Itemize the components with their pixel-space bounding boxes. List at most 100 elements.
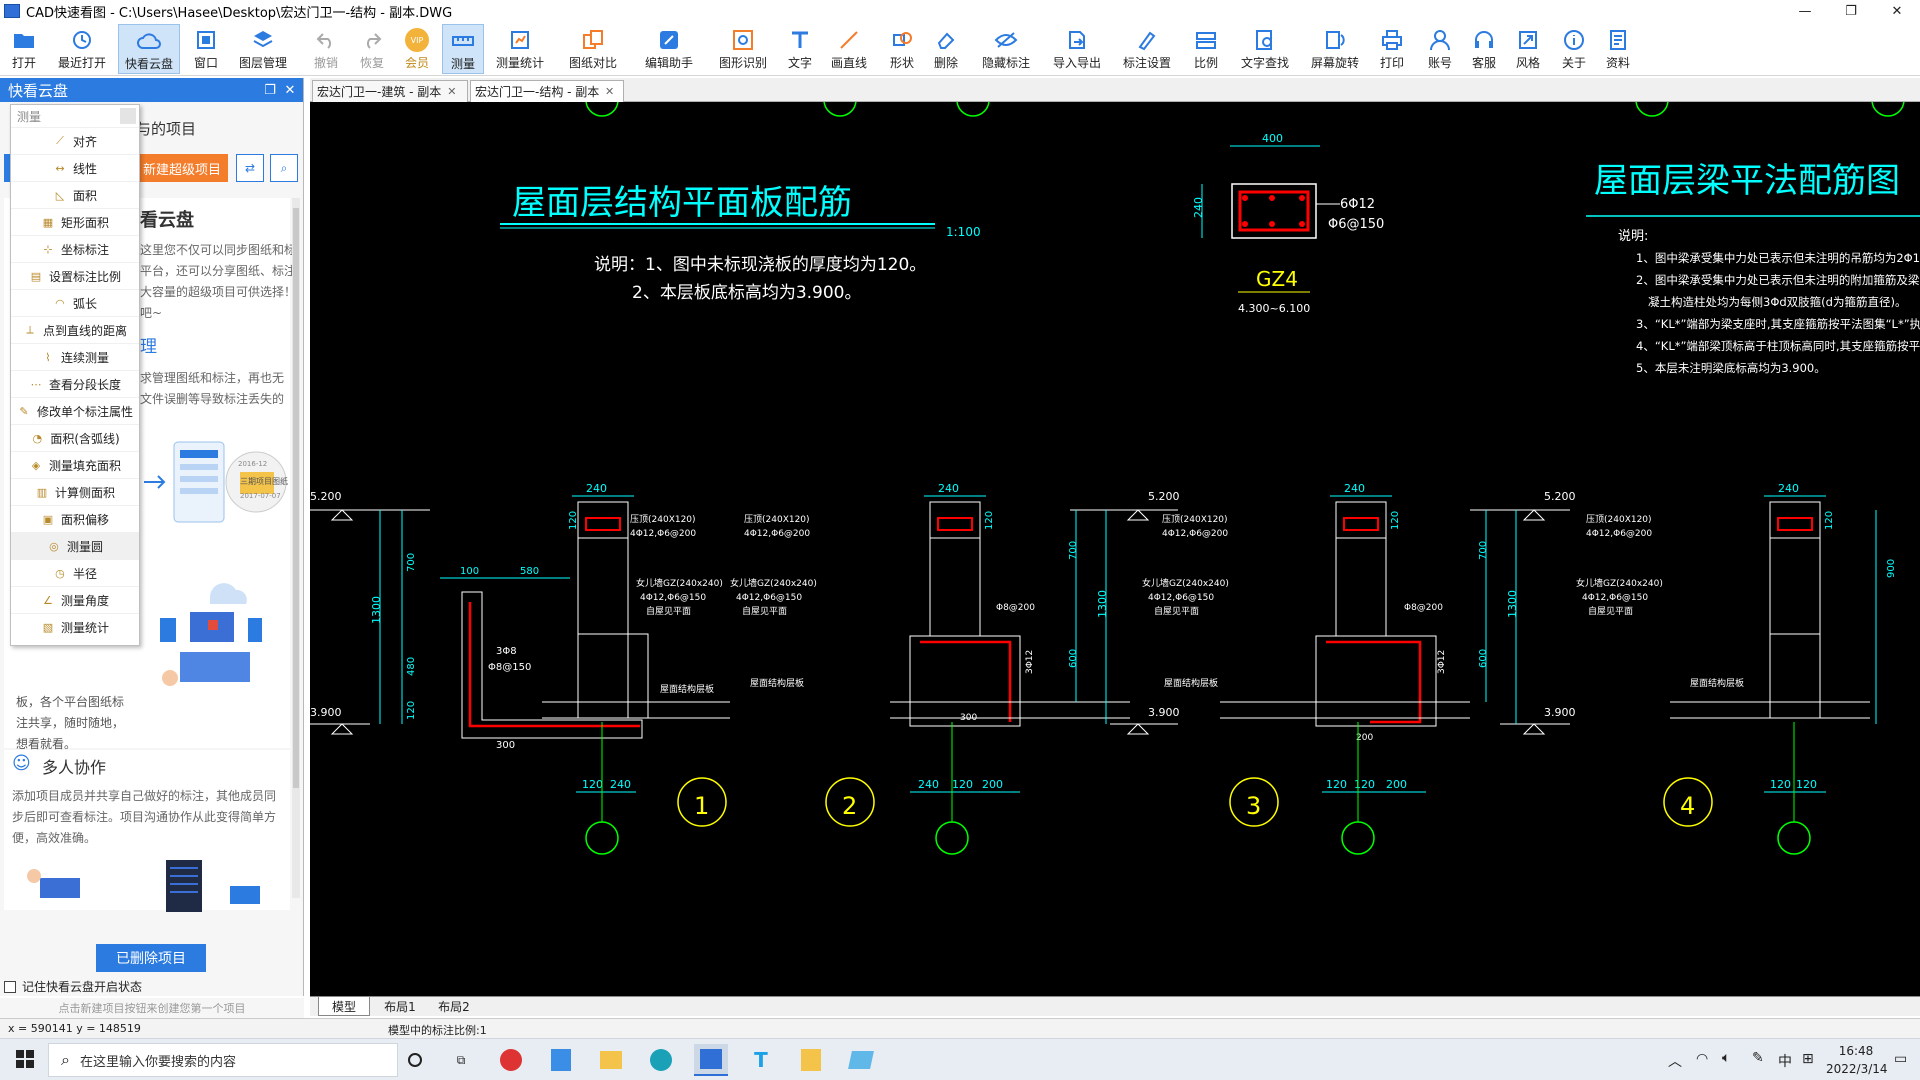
task-view-button[interactable] [398, 1044, 432, 1076]
tab-close-icon[interactable]: ✕ [447, 85, 457, 98]
measure-button[interactable]: 测量 [442, 24, 484, 74]
resources-button[interactable]: 资料 [1600, 24, 1636, 74]
undo-button[interactable]: 撤销 [306, 24, 346, 74]
minimize-button[interactable]: — [1798, 3, 1812, 19]
hide-annotation-button[interactable]: 隐藏标注 [976, 24, 1036, 74]
style-icon [1516, 28, 1540, 52]
import-export-button[interactable]: 导入导出 [1048, 24, 1106, 74]
menu-item-point-to-line[interactable]: ⟂点到直线的距离 [11, 316, 139, 343]
edit-assistant-button[interactable]: 编辑助手 [640, 24, 698, 74]
close-panel-icon[interactable]: ✕ [284, 82, 296, 98]
arc-length-icon: ◠ [55, 296, 65, 310]
window-button[interactable]: 窗口 [186, 24, 226, 74]
tab-layout2[interactable]: 布局2 [438, 1000, 470, 1014]
menu-item-circle[interactable]: ◎测量圆 [11, 532, 139, 559]
menu-item-align[interactable]: ⟋对齐 [11, 127, 139, 154]
taskbar-app-cad[interactable] [694, 1044, 728, 1076]
menu-item-fill-area[interactable]: ◈测量填充面积 [11, 451, 139, 478]
menu-item-stats[interactable]: ▧测量统计 [11, 613, 139, 640]
measure-stats-button[interactable]: 测量统计 [492, 24, 548, 74]
tab-architecture[interactable]: 宏达门卫一-建筑 - 副本✕ [312, 80, 468, 102]
menu-item-rect-area[interactable]: ▦矩形面积 [11, 208, 139, 235]
close-button[interactable]: ✕ [1891, 3, 1903, 19]
menu-item-coordinate[interactable]: ⊹坐标标注 [11, 235, 139, 262]
customer-service-button[interactable]: 客服 [1466, 24, 1502, 74]
recent-open-button[interactable]: 最近打开 [50, 24, 114, 74]
beam-note-6: 5、本层未注明梁底标高均为3.900。 [1636, 361, 1826, 375]
compare-button[interactable]: 图纸对比 [564, 24, 622, 74]
tab-model[interactable]: 模型 [318, 997, 370, 1016]
text-search-button[interactable]: 文字查找 [1236, 24, 1294, 74]
menu-item-area[interactable]: ◺面积 [11, 181, 139, 208]
status-bar: x = 590141 y = 148519 模型中的标注比例:1 [0, 1018, 1920, 1038]
shape-button[interactable]: 形状 [884, 24, 920, 74]
sync-button[interactable]: ⇄ [236, 154, 264, 182]
scale-button[interactable]: 比例 [1188, 24, 1224, 74]
menu-item-arc-length[interactable]: ◠弧长 [11, 289, 139, 316]
menu-item-angle[interactable]: ∠测量角度 [11, 586, 139, 613]
windows-taskbar: ⌕ 在这里输入你要搜索的内容 ⧉ T ︿ ◠ 🔈︎ ✎ 中 ⊞ 16:48 20… [0, 1038, 1920, 1080]
account-button[interactable]: 账号 [1422, 24, 1458, 74]
ime-mode-icon[interactable]: ⊞ [1802, 1051, 1814, 1067]
screen-rotate-button[interactable]: 屏幕旋转 [1306, 24, 1364, 74]
cloud-drive-button[interactable]: 快看云盘 [118, 24, 180, 74]
float-panel-icon[interactable]: ❐ [264, 82, 276, 98]
draw-line-button[interactable]: 画直线 [826, 24, 872, 74]
calculator-app-icon [551, 1049, 571, 1071]
notification-icon[interactable]: ▭ [1894, 1051, 1908, 1067]
taskbar-clock[interactable]: 16:48 2022/3/14 [1826, 1042, 1888, 1078]
print-button[interactable]: 打印 [1374, 24, 1410, 74]
svg-text:Φ8@150: Φ8@150 [488, 662, 531, 673]
ime-indicator[interactable]: 中 [1778, 1054, 1792, 1070]
taskbar-search-box[interactable]: ⌕ 在这里输入你要搜索的内容 [48, 1043, 398, 1077]
open-button[interactable]: 打开 [2, 24, 46, 74]
volume-icon[interactable]: 🔈︎ [1722, 1050, 1731, 1066]
tab-layout1[interactable]: 布局1 [384, 1000, 416, 1014]
menu-item-radius[interactable]: ◷半径 [11, 559, 139, 586]
menu-item-area-arc[interactable]: ◔面积(含弧线) [11, 424, 139, 451]
taskbar-app-edge[interactable] [644, 1044, 678, 1076]
taskbar-app-recorder[interactable] [494, 1044, 528, 1076]
deleted-projects-button[interactable]: 已删除项目 [96, 944, 206, 972]
pen-icon[interactable]: ✎ [1752, 1050, 1764, 1066]
taskbar-app-explorer[interactable] [594, 1044, 628, 1076]
menu-item-set-scale[interactable]: ▤设置标注比例 [11, 262, 139, 289]
delete-button[interactable]: 删除 [928, 24, 964, 74]
cad-drawing-canvas[interactable]: 屋面层结构平面板配筋 1:100 说明：1、图中未标现浇板的厚度均为120。 2… [310, 102, 1920, 996]
menu-item-linear[interactable]: ↔线性 [11, 154, 139, 181]
remember-state-checkbox[interactable] [4, 980, 16, 993]
tray-chevron-icon[interactable]: ︿ [1668, 1054, 1682, 1070]
taskbar-app-help[interactable] [794, 1044, 828, 1076]
tab-structure[interactable]: 宏达门卫一-结构 - 副本✕ [470, 80, 624, 102]
tab-close-icon[interactable]: ✕ [605, 85, 615, 98]
text-button[interactable]: 文字 [782, 24, 818, 74]
taskbar-app-drawing[interactable] [844, 1044, 878, 1076]
menu-item-segment-length[interactable]: ⋯查看分段长度 [11, 370, 139, 397]
style-button[interactable]: 风格 [1510, 24, 1546, 74]
search-button[interactable]: ⌕ [270, 154, 298, 182]
windows-logo-icon [16, 1049, 34, 1071]
vip-button[interactable]: VIP 会员 [398, 24, 436, 74]
taskbar-app-text[interactable]: T [744, 1044, 778, 1076]
menu-close-icon[interactable] [120, 108, 136, 124]
taskbar-app-calculator[interactable] [544, 1044, 578, 1076]
document-icon [1606, 28, 1630, 52]
layer-manager-button[interactable]: 图层管理 [234, 24, 292, 74]
shape-recognize-button[interactable]: 图形识别 [716, 24, 770, 74]
menu-item-side-area[interactable]: ▥计算侧面积 [11, 478, 139, 505]
menu-item-continuous[interactable]: ⌇连续测量 [11, 343, 139, 370]
panel-scroll-thumb[interactable] [293, 208, 299, 788]
svg-text:压顶(240X120): 压顶(240X120) [630, 514, 696, 525]
redo-button[interactable]: 恢复 [352, 24, 392, 74]
new-super-project-button[interactable]: 新建超级项目 [136, 154, 228, 182]
menu-item-modify-attr[interactable]: ✎修改单个标注属性 [11, 397, 139, 424]
menu-item-area-offset[interactable]: ▣面积偏移 [11, 505, 139, 532]
start-button[interactable] [8, 1044, 42, 1076]
annotation-settings-button[interactable]: 标注设置 [1118, 24, 1176, 74]
about-button[interactable]: 关于 [1556, 24, 1592, 74]
modify-attr-icon: ✎ [19, 404, 29, 418]
panel-scrollbar[interactable] [292, 198, 300, 898]
task-view-icon-button[interactable]: ⧉ [444, 1044, 478, 1076]
restore-button[interactable]: ❐ [1845, 3, 1857, 19]
network-icon[interactable]: ◠ [1696, 1051, 1709, 1067]
